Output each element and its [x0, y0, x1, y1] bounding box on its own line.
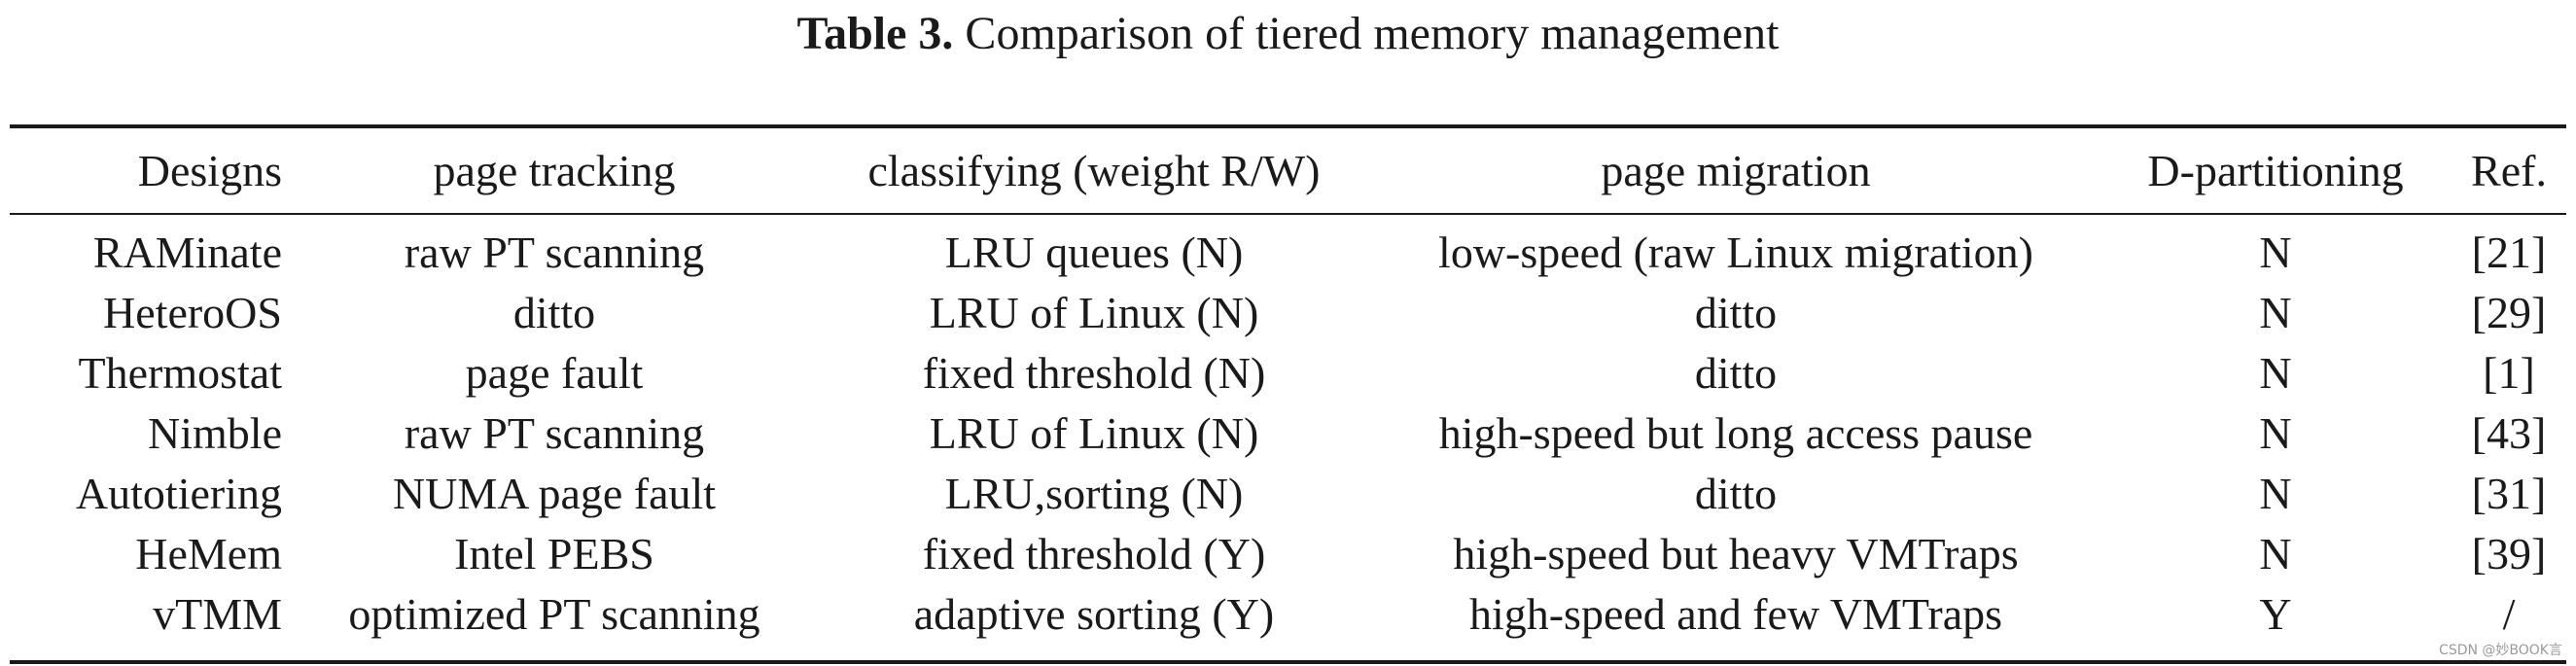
header-page-migration: page migration [1601, 146, 1871, 195]
header-d-partitioning: D-partitioning [2147, 146, 2404, 195]
cell-ref: [39] [2471, 529, 2547, 578]
table-row: HeteroOS ditto LRU of Linux (N) ditto N … [0, 283, 2576, 343]
table-caption-text: Comparison of tiered memory management [965, 8, 1780, 59]
table-row: Thermostat page fault fixed threshold (N… [0, 343, 2576, 403]
cell-design: Nimble [148, 408, 282, 458]
cell-page-migration: high-speed and few VMTraps [1468, 589, 2003, 639]
cell-d-partitioning: N [2259, 529, 2292, 578]
cell-ref: [31] [2471, 469, 2547, 518]
cell-ref: [21] [2471, 228, 2547, 277]
cell-d-partitioning: N [2259, 469, 2292, 518]
header-ref: Ref. [2471, 146, 2547, 195]
cell-classifying: adaptive sorting (Y) [913, 589, 1275, 639]
cell-design: HeMem [135, 529, 282, 578]
cell-classifying: LRU of Linux (N) [929, 408, 1259, 458]
cell-d-partitioning: Y [2259, 589, 2292, 639]
cell-page-migration: ditto [1694, 288, 1778, 337]
cell-ref: [43] [2471, 408, 2547, 458]
cell-page-migration: ditto [1694, 348, 1778, 398]
table-bottom-rule [10, 660, 2566, 664]
cell-d-partitioning: N [2259, 348, 2292, 398]
table-header-row: Designs page tracking classifying (weigh… [0, 141, 2576, 201]
cell-page-tracking: raw PT scanning [404, 408, 705, 458]
cell-page-tracking: page fault [465, 348, 644, 398]
table-top-rule [10, 124, 2566, 128]
table-row: Autotiering NUMA page fault LRU,sorting … [0, 464, 2576, 524]
table-row: RAMinate raw PT scanning LRU queues (N) … [0, 223, 2576, 283]
cell-classifying: LRU of Linux (N) [929, 288, 1259, 337]
table-row: vTMM optimized PT scanning adaptive sort… [0, 584, 2576, 645]
table-row: HeMem Intel PEBS fixed threshold (Y) hig… [0, 524, 2576, 584]
cell-ref: [1] [2483, 348, 2535, 398]
watermark: CSDN @妙BOOK言 [2439, 643, 2562, 658]
cell-classifying: fixed threshold (Y) [922, 529, 1266, 578]
table-caption: Table 3. Comparison of tiered memory man… [0, 0, 2576, 68]
cell-design: Autotiering [75, 469, 282, 518]
cell-page-tracking: optimized PT scanning [348, 589, 760, 639]
cell-design: vTMM [153, 589, 282, 639]
cell-design: HeteroOS [103, 288, 282, 337]
cell-design: RAMinate [92, 228, 282, 277]
cell-ref: [29] [2471, 288, 2547, 337]
cell-page-tracking: ditto [512, 288, 596, 337]
cell-classifying: fixed threshold (N) [922, 348, 1266, 398]
cell-page-tracking: raw PT scanning [404, 228, 705, 277]
header-designs: Designs [137, 146, 282, 195]
cell-classifying: LRU queues (N) [944, 228, 1244, 277]
cell-d-partitioning: N [2259, 228, 2292, 277]
cell-d-partitioning: N [2259, 408, 2292, 458]
cell-page-migration: low-speed (raw Linux migration) [1438, 228, 2033, 277]
cell-page-migration: high-speed but heavy VMTraps [1453, 529, 2019, 578]
cell-page-migration: high-speed but long access pause [1438, 408, 2033, 458]
cell-design: Thermostat [78, 348, 283, 398]
table-row: Nimble raw PT scanning LRU of Linux (N) … [0, 403, 2576, 464]
header-page-tracking: page tracking [433, 146, 676, 195]
cell-page-tracking: Intel PEBS [454, 529, 654, 578]
cell-d-partitioning: N [2259, 288, 2292, 337]
cell-page-migration: ditto [1694, 469, 1778, 518]
table-caption-label: Table 3. [796, 8, 954, 59]
cell-ref: / [2502, 589, 2516, 639]
cell-classifying: LRU,sorting (N) [944, 469, 1244, 518]
table-header-rule [10, 213, 2566, 215]
cell-page-tracking: NUMA page fault [392, 469, 717, 518]
header-classifying: classifying (weight R/W) [867, 146, 1321, 195]
